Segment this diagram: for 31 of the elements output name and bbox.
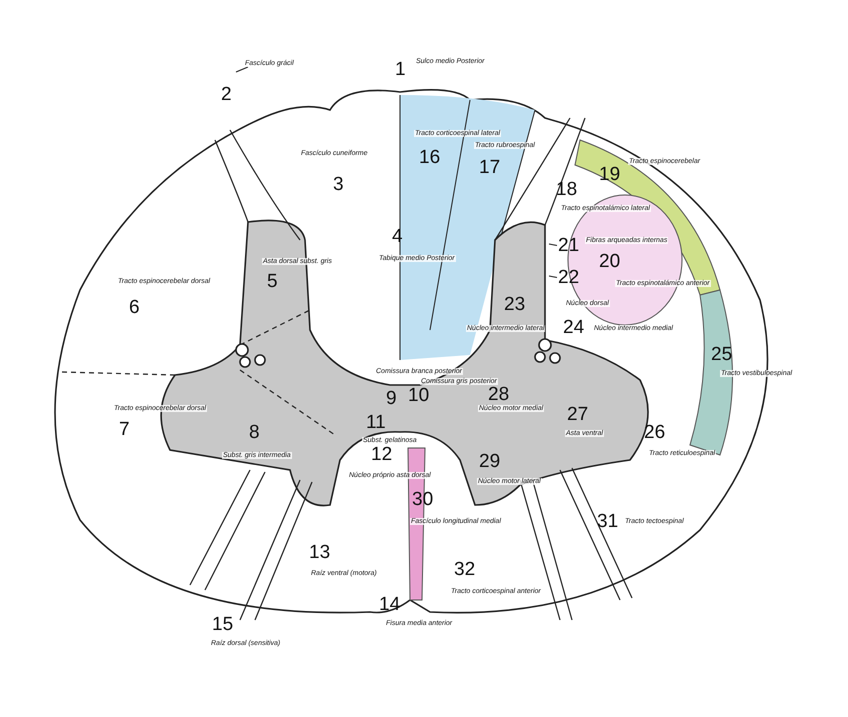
callout-number: 20 <box>598 252 622 271</box>
callout-number: 12 <box>370 445 394 464</box>
callout-number: 15 <box>211 615 234 634</box>
callout-number: 5 <box>266 272 279 291</box>
callout-number: 25 <box>710 345 734 364</box>
leader-line <box>548 276 558 278</box>
callout-number: 11 <box>365 413 387 432</box>
callout-number: 18 <box>555 180 578 199</box>
callout-number: 17 <box>478 158 502 177</box>
callout-number: 32 <box>453 560 476 579</box>
callout-number: 3 <box>332 175 345 194</box>
callout-number: 8 <box>248 423 261 442</box>
callout-number: 13 <box>308 543 332 562</box>
callout-number: 6 <box>128 298 141 317</box>
callout-number: 2 <box>220 85 233 104</box>
callout-number: 16 <box>418 148 442 167</box>
leader-line <box>548 244 558 246</box>
callout-number: 28 <box>488 385 510 404</box>
callout-number: 27 <box>566 405 590 424</box>
callout-number: 29 <box>478 452 502 471</box>
callout-number: 9 <box>385 389 398 408</box>
callout-number: 23 <box>503 295 526 314</box>
callout-number: 31 <box>596 512 620 531</box>
callout-number: 19 <box>598 165 622 184</box>
callout-number: 1 <box>394 60 407 79</box>
callout-number: 14 <box>378 595 402 614</box>
callout-number: 7 <box>118 420 131 439</box>
callout-number: 26 <box>643 423 666 442</box>
leader-line <box>236 66 248 72</box>
callout-number: 24 <box>562 318 586 337</box>
callout-number: 10 <box>407 386 430 405</box>
